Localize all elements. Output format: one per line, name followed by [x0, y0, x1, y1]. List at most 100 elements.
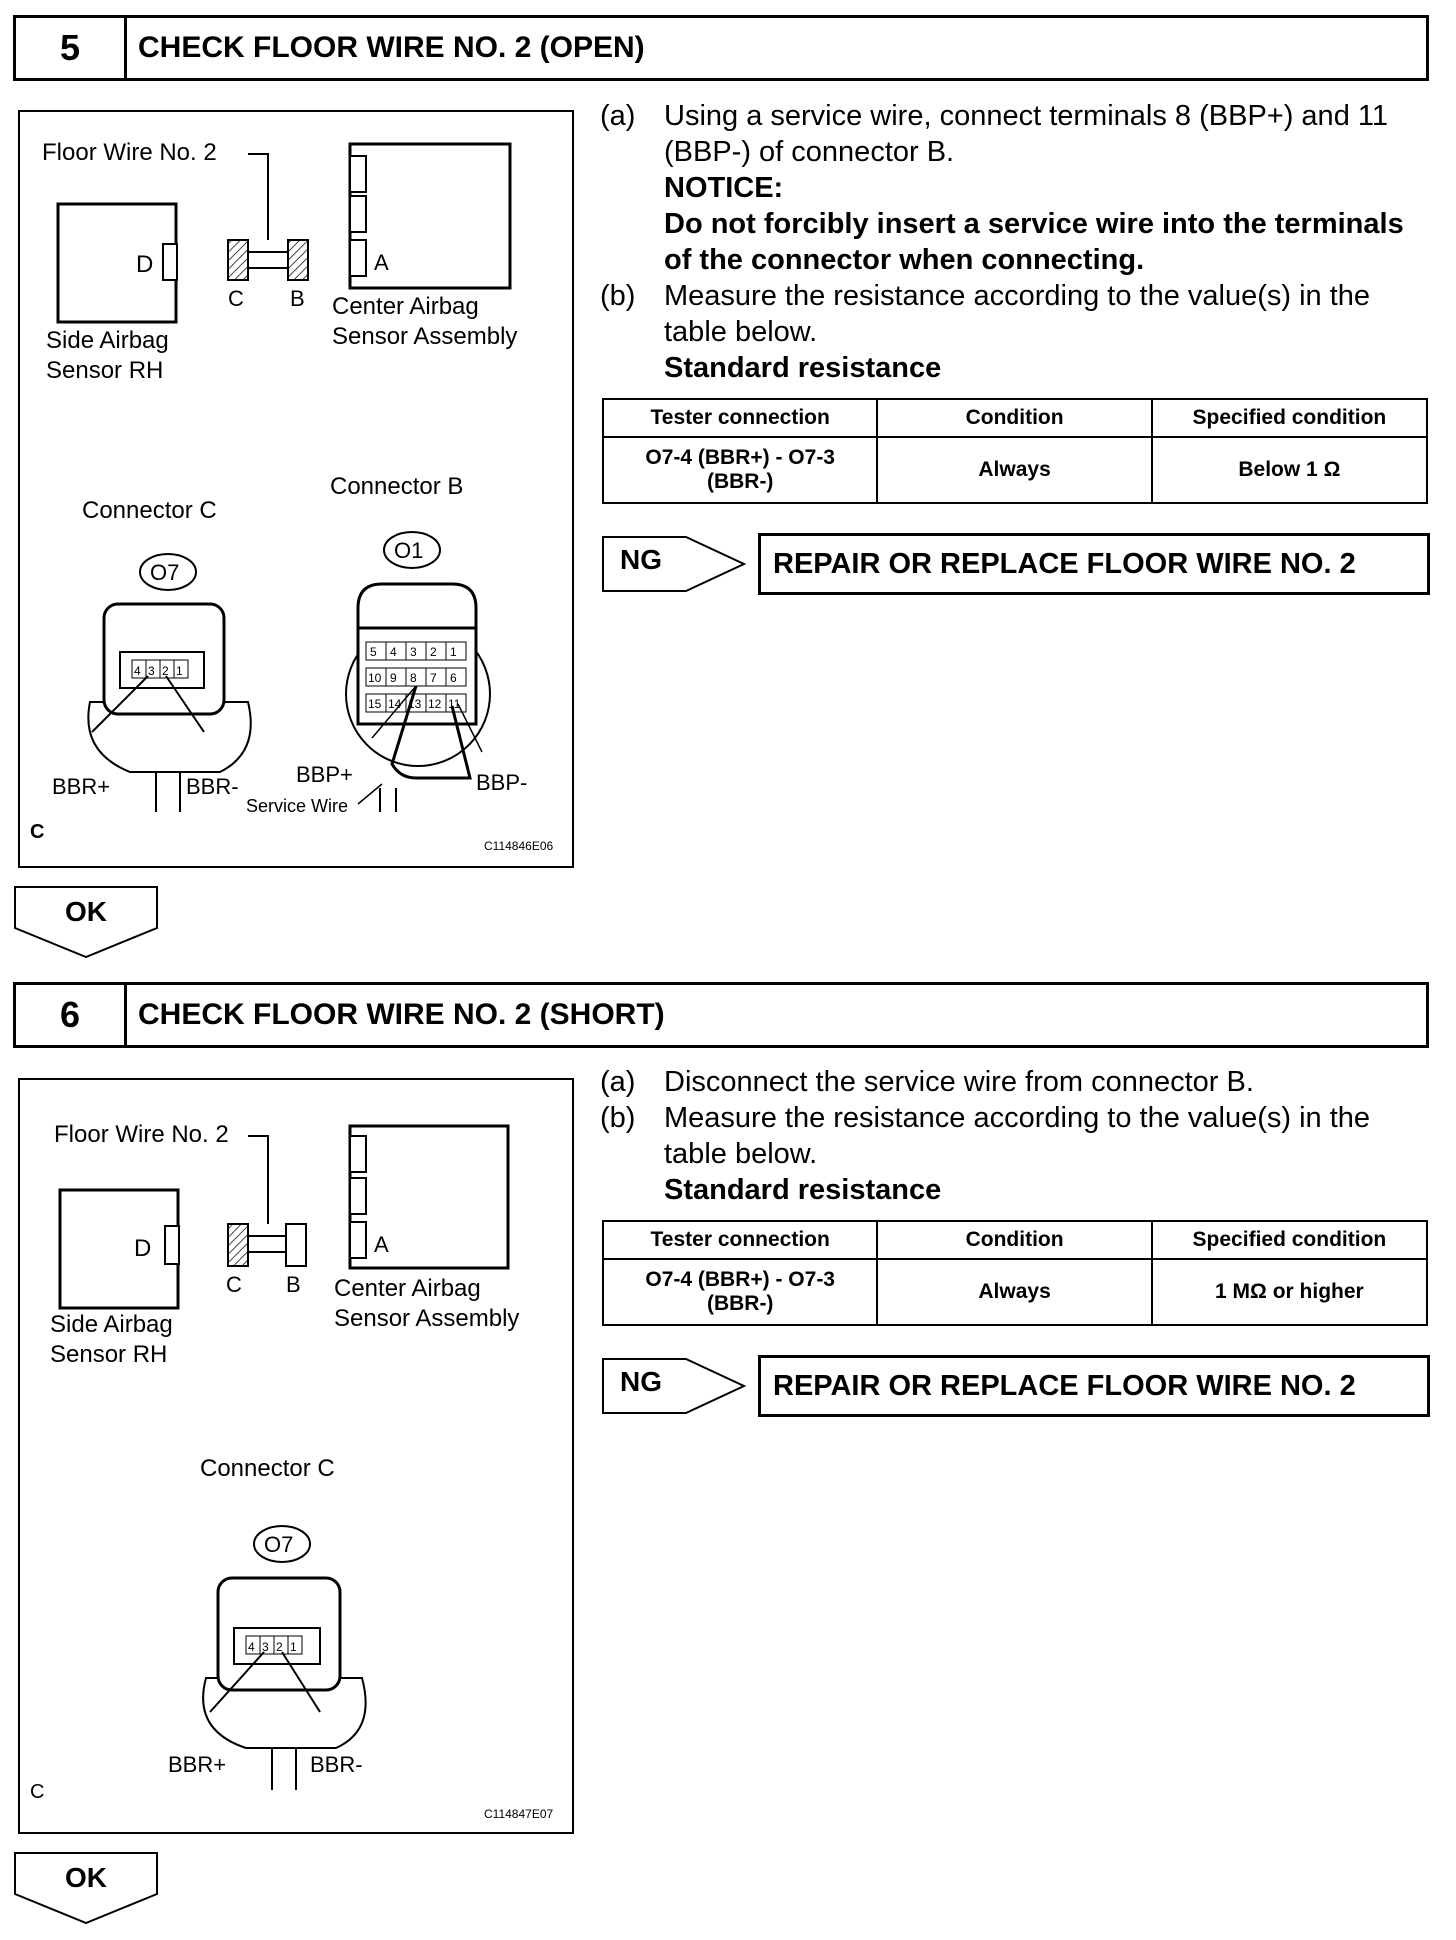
floor-wire-label: Floor Wire No. 2	[42, 139, 217, 166]
table-cell: O7-4 (BBR+) - O7-3 (BBR-)	[601, 1258, 879, 1326]
table-row: O7-4 (BBR+) - O7-3 (BBR-) Always Below 1…	[601, 436, 1429, 504]
connector-b-code: O1	[394, 538, 423, 563]
table-header: Tester connection	[601, 398, 879, 438]
svg-text:2: 2	[430, 645, 437, 659]
service-wire-label: Service Wire	[246, 796, 348, 816]
svg-text:1: 1	[290, 1640, 297, 1654]
center-airbag-label: Center Airbag	[332, 293, 479, 320]
svg-text:Sensor RH: Sensor RH	[50, 1341, 167, 1368]
ok-label: OK	[65, 1862, 107, 1893]
svg-text:A: A	[374, 250, 389, 275]
table-header: Condition	[876, 398, 1153, 438]
table-header: Tester connection	[601, 1220, 879, 1260]
terminal-d-label: D	[134, 1235, 151, 1262]
side-airbag-label: Side Airbag	[46, 327, 169, 354]
svg-text:3: 3	[410, 645, 417, 659]
svg-text:14: 14	[388, 697, 402, 711]
ok-arrow	[14, 1852, 158, 1924]
bbp-plus-label: BBP+	[296, 762, 353, 787]
ok-branch-5[interactable]: OK	[14, 886, 158, 958]
center-airbag-label: Center Airbag	[334, 1275, 481, 1302]
step-title: CHECK FLOOR WIRE NO. 2 (OPEN)	[138, 31, 645, 64]
service-wire	[390, 685, 472, 780]
connector-c-label: Connector C	[200, 1455, 335, 1482]
svg-text:B: B	[290, 286, 305, 311]
step-6-spec-table: Tester connection Condition Specified co…	[601, 1220, 1429, 1326]
standard-resistance-label: Standard resistance	[664, 352, 942, 384]
wiring-diagram: Floor Wire No. 2 D Side Airbag Sensor RH…	[30, 139, 553, 853]
svg-text:3: 3	[262, 1640, 269, 1654]
svg-text:6: 6	[450, 671, 457, 685]
ok-branch-6[interactable]: OK	[14, 1852, 158, 1924]
bbp-minus-label: BBP-	[476, 770, 527, 795]
instruction-a: Disconnect the service wire from connect…	[664, 1066, 1254, 1098]
ng-result-5: REPAIR OR REPLACE FLOOR WIRE NO. 2	[758, 533, 1430, 595]
floor-wire-label: Floor Wire No. 2	[54, 1121, 229, 1148]
svg-text:C: C	[228, 286, 244, 311]
step-5-spec-table: Tester connection Condition Specified co…	[601, 398, 1429, 504]
side-airbag-sensor-box	[58, 1188, 180, 1310]
corner-mark: C	[30, 821, 44, 843]
svg-text:4: 4	[390, 645, 397, 659]
svg-text:1: 1	[176, 664, 183, 678]
connector-b-plug	[287, 239, 309, 281]
connector-b-pins: 5 4 3 2 1 10 9 8 7 6 15 14 13 12 11	[365, 641, 467, 713]
connector-c-plug	[227, 239, 249, 281]
corner-mark: C	[30, 1781, 44, 1803]
svg-text:C: C	[226, 1272, 242, 1297]
ok-arrow	[14, 886, 158, 958]
connector-c-code: O7	[150, 560, 179, 585]
instruction-b: Measure the resistance according to the …	[664, 1102, 1371, 1170]
table-cell: O7-4 (BBR+) - O7-3 (BBR-)	[601, 436, 879, 504]
notice-text: Do not forcibly insert a service wire in…	[664, 208, 1404, 276]
table-header: Condition	[876, 1220, 1153, 1260]
connector-c-code: O7	[264, 1532, 293, 1557]
svg-text:1: 1	[450, 645, 457, 659]
ng-arrow	[602, 536, 747, 592]
svg-text:B: B	[286, 1272, 301, 1297]
figure-code: C114846E06	[484, 839, 553, 853]
table-cell: Always	[876, 436, 1153, 504]
connector-c-plug	[227, 1223, 249, 1267]
svg-text:10: 10	[368, 671, 382, 685]
svg-text:8: 8	[410, 671, 417, 685]
connector-c-pins: 4 3 2 1	[245, 1635, 303, 1655]
table-row: O7-4 (BBR+) - O7-3 (BBR-) Always 1 MΩ or…	[601, 1258, 1429, 1326]
step-6-instructions: (a)Disconnect the service wire from conn…	[600, 1064, 1430, 1208]
svg-text:A: A	[374, 1232, 389, 1257]
ng-label: NG	[620, 544, 662, 575]
step-5-figure: Floor Wire No. 2 D Side Airbag Sensor RH…	[18, 110, 574, 868]
ok-label: OK	[65, 896, 107, 927]
instruction-a: Using a service wire, connect terminals …	[664, 100, 1388, 168]
svg-text:Sensor RH: Sensor RH	[46, 357, 163, 384]
step-5-instructions: (a)Using a service wire, connect termina…	[600, 98, 1430, 386]
connector-c-pins: 4 3 2 1	[131, 659, 189, 679]
standard-resistance-label: Standard resistance	[664, 1174, 942, 1206]
step-6-figure: Floor Wire No. 2 D Side Airbag Sensor RH…	[18, 1078, 574, 1834]
svg-text:7: 7	[430, 671, 437, 685]
ng-branch-5[interactable]: NG	[602, 536, 748, 592]
instruction-b: Measure the resistance according to the …	[664, 280, 1371, 348]
svg-text:Sensor Assembly: Sensor Assembly	[334, 1305, 519, 1332]
ng-branch-6[interactable]: NG	[602, 1358, 748, 1414]
side-airbag-label: Side Airbag	[50, 1311, 173, 1338]
svg-text:2: 2	[276, 1640, 283, 1654]
ng-label: NG	[620, 1366, 662, 1397]
bbr-minus-label: BBR-	[186, 774, 239, 799]
table-cell: Always	[876, 1258, 1153, 1326]
svg-text:5: 5	[370, 645, 377, 659]
connector-b-plug	[285, 1223, 307, 1267]
step-title: CHECK FLOOR WIRE NO. 2 (SHORT)	[138, 998, 665, 1031]
table-header: Specified condition	[1150, 398, 1429, 438]
connector-b-label: Connector B	[330, 473, 463, 500]
figure-code: C114847E07	[484, 1807, 553, 1821]
svg-text:2: 2	[162, 664, 169, 678]
wiring-diagram: Floor Wire No. 2 D Side Airbag Sensor RH…	[30, 1121, 553, 1821]
svg-text:3: 3	[148, 664, 155, 678]
bbr-minus-label: BBR-	[310, 1752, 363, 1777]
ng-arrow	[602, 1358, 747, 1414]
terminal-d-label: D	[136, 251, 153, 278]
step-6-header: 6 CHECK FLOOR WIRE NO. 2 (SHORT)	[13, 982, 1429, 1048]
notice-label: NOTICE:	[664, 172, 784, 204]
svg-text:15: 15	[368, 697, 382, 711]
